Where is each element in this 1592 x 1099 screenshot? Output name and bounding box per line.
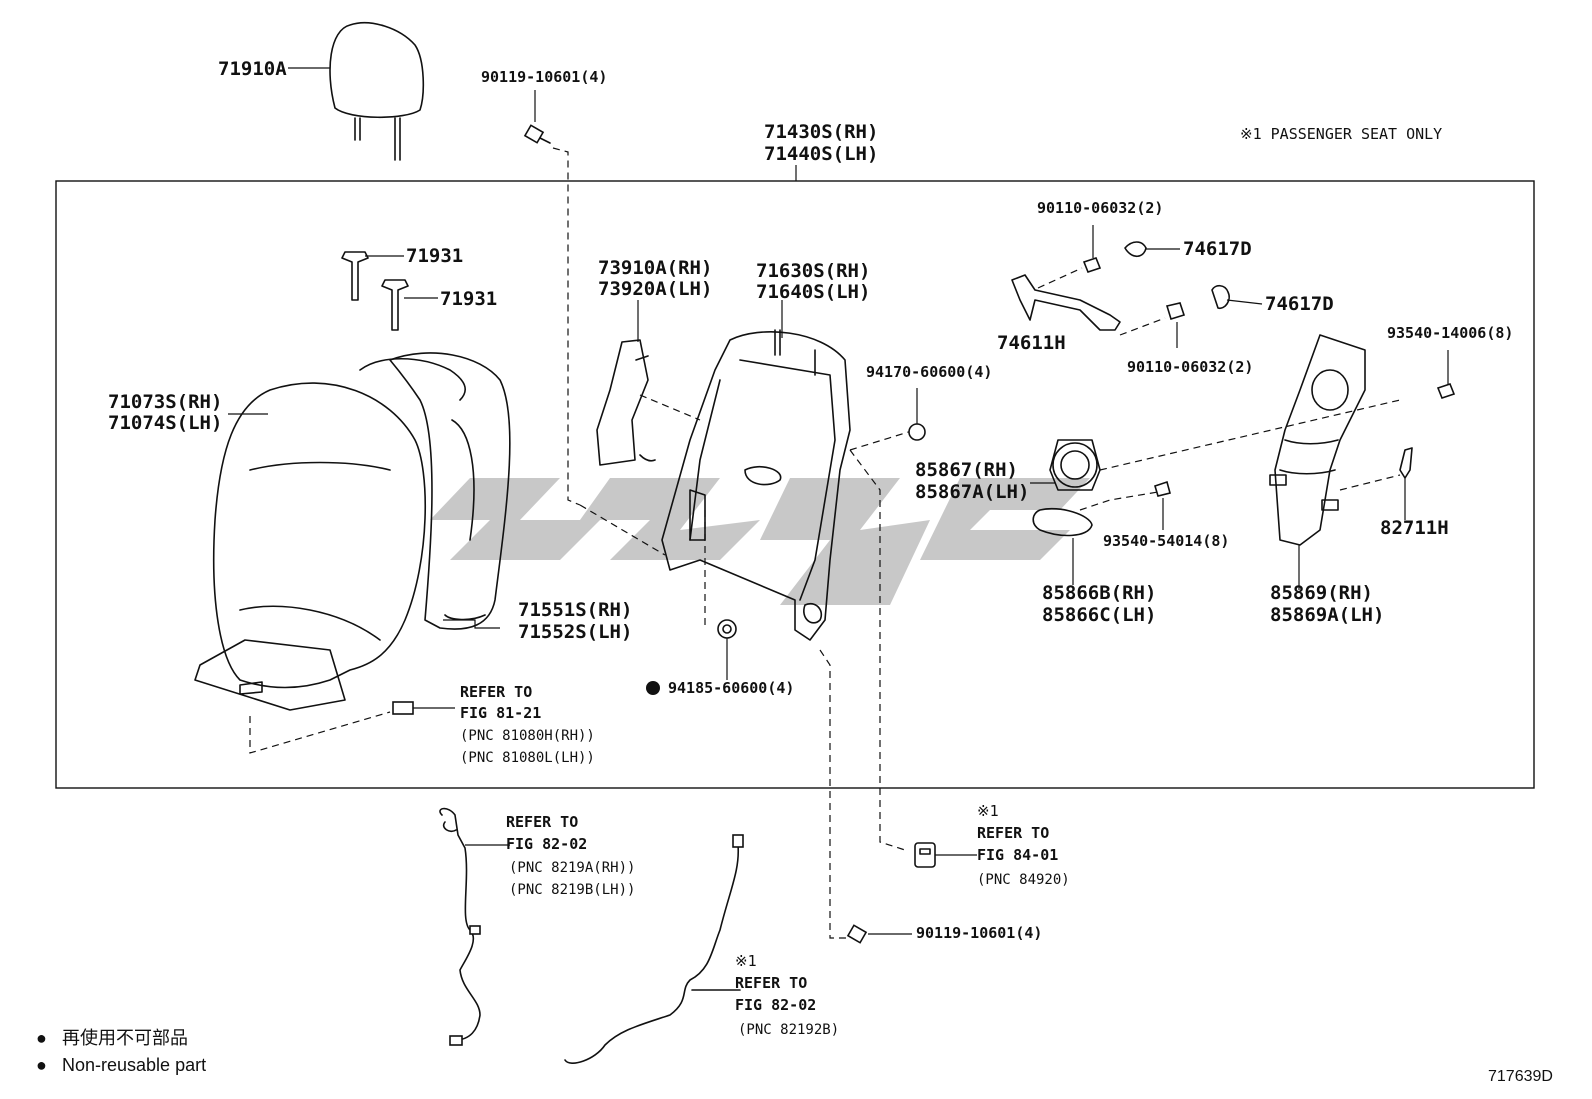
label-71074s: 71074S(LH) <box>108 412 222 434</box>
assembly-frame <box>55 180 1535 789</box>
label-74617d-a: 74617D <box>1183 238 1252 260</box>
ref4-line3: (PNC 82192B) <box>738 1022 839 1038</box>
wire-harness-right-drawing <box>564 834 744 1064</box>
ref3-line3: (PNC 84920) <box>977 872 1070 888</box>
label-94185: 94185-60600(4) <box>668 679 794 697</box>
seatback-frame-drawing <box>579 300 916 939</box>
label-73910a: 73910A(RH) <box>598 257 712 279</box>
ref2-line1: REFER TO <box>506 813 578 831</box>
legend-text-jp: 再使用不可部品 <box>62 1028 188 1048</box>
label-85866b: 85866B(RH) <box>1042 582 1156 604</box>
ref1-line3: (PNC 81080H(RH)) <box>460 728 595 744</box>
label-71440s: 71440S(LH) <box>764 143 878 165</box>
watermark-logo <box>430 478 1090 605</box>
legend-bullet-1: ● <box>36 1028 47 1048</box>
assist-grip-drawing <box>1011 225 1263 348</box>
ref1-line2: FIG 81-21 <box>460 704 541 722</box>
ref3-line1: REFER TO <box>977 824 1049 842</box>
headrest-drawing <box>288 21 425 161</box>
label-90110-b: 90110-06032(2) <box>1127 358 1253 376</box>
headrest-support-drawing <box>341 251 438 331</box>
switch-drawing <box>914 842 977 868</box>
illustration-code: 717639D <box>1488 1068 1553 1085</box>
label-85867: 85867(RH) <box>915 459 1018 481</box>
nut-94170-drawing <box>908 388 926 441</box>
ref3-line2: FIG 84-01 <box>977 846 1058 864</box>
ref1-line1: REFER TO <box>460 683 532 701</box>
ref1-line4: (PNC 81080L(LH)) <box>460 750 595 766</box>
label-73920a: 73920A(LH) <box>598 278 712 300</box>
label-71551s: 71551S(RH) <box>518 599 632 621</box>
air-duct-drawing <box>1269 334 1456 590</box>
label-71073s: 71073S(RH) <box>108 391 222 413</box>
label-90119-top: 90119-10601(4) <box>481 68 607 86</box>
legend-text-en: Non-reusable part <box>62 1055 206 1075</box>
ref2-line4: (PNC 8219B(LH)) <box>509 882 635 898</box>
label-93540-14006: 93540-14006(8) <box>1387 324 1513 342</box>
clip-drawing <box>249 701 455 754</box>
label-85869a: 85869A(LH) <box>1270 604 1384 626</box>
bolt-top-drawing <box>523 90 581 506</box>
bolt-bottom-drawing <box>846 924 912 944</box>
label-90119-bottom: 90119-10601(4) <box>916 924 1042 942</box>
label-82711h: 82711H <box>1380 517 1449 539</box>
legend: ● 再使用不可部品 ● Non-reusable part <box>36 1028 206 1075</box>
ref2-line2: FIG 82-02 <box>506 835 587 853</box>
label-71910a: 71910A <box>218 58 287 80</box>
ref4-mark: ※1 <box>735 952 757 970</box>
label-71630s: 71630S(RH) <box>756 260 870 282</box>
ref4-line2: FIG 82-02 <box>735 996 816 1014</box>
label-71552s: 71552S(LH) <box>518 621 632 643</box>
legend-bullet-2: ● <box>36 1055 47 1075</box>
label-71931-a: 71931 <box>406 245 463 267</box>
label-85866c: 85866C(LH) <box>1042 604 1156 626</box>
label-71430s: 71430S(RH) <box>764 121 878 143</box>
label-74617d-b: 74617D <box>1265 293 1334 315</box>
ref2-line3: (PNC 8219A(RH)) <box>509 860 635 876</box>
label-93540-54014: 93540-54014(8) <box>1103 532 1229 550</box>
ref4-line1: REFER TO <box>735 974 807 992</box>
seatback-cover-drawing <box>194 352 511 711</box>
passenger-seat-note: ※1 PASSENGER SEAT ONLY <box>1240 125 1442 143</box>
label-71640s: 71640S(LH) <box>756 281 870 303</box>
wire-harness-left-drawing <box>439 807 510 1046</box>
nut-94185-drawing <box>646 619 737 695</box>
label-94170: 94170-60600(4) <box>866 363 992 381</box>
ref3-mark: ※1 <box>977 802 999 820</box>
label-71931-b: 71931 <box>440 288 497 310</box>
side-shield-drawing <box>596 300 656 466</box>
label-90110-a: 90110-06032(2) <box>1037 199 1163 217</box>
label-74611h: 74611H <box>997 332 1066 354</box>
non-reusable-marker <box>646 681 660 695</box>
ventilation-fan-drawing <box>1030 399 1401 585</box>
label-85869: 85869(RH) <box>1270 582 1373 604</box>
label-85867a: 85867A(LH) <box>915 481 1029 503</box>
